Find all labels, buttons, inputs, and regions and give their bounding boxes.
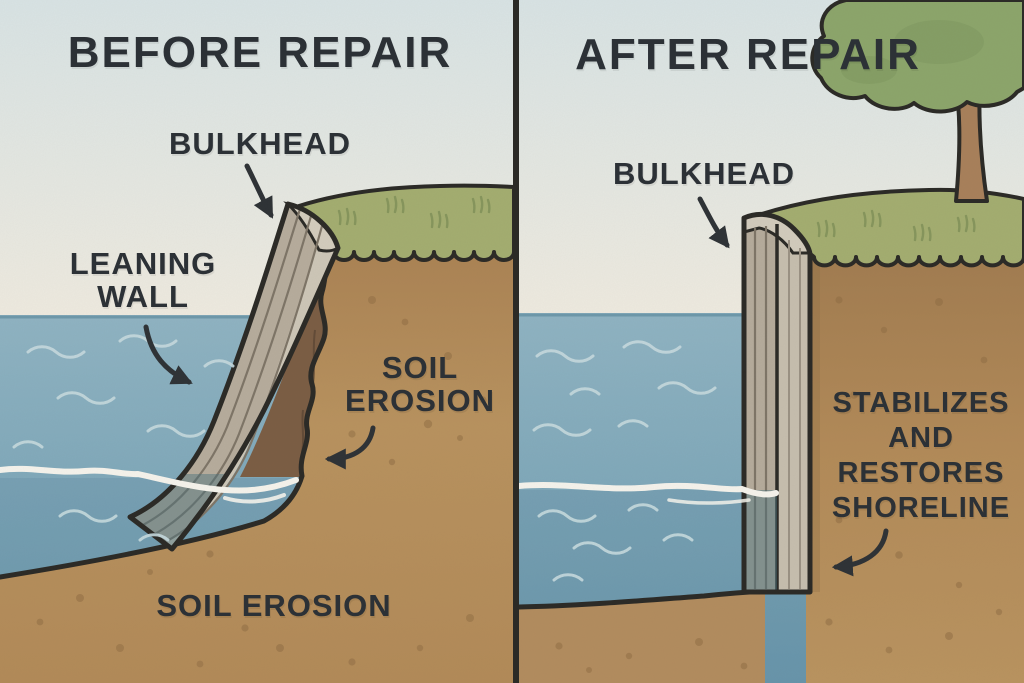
before-scene-illustration bbox=[0, 0, 514, 683]
panel-divider bbox=[513, 0, 519, 683]
after-panel-title: AFTER REPAIR bbox=[575, 30, 921, 79]
stabilizes-shoreline-label: STABILIZES AND RESTORES SHORELINE bbox=[831, 387, 1011, 524]
paper-grain bbox=[0, 0, 514, 683]
soil-erosion-bottom-label: SOIL EROSION bbox=[156, 588, 392, 623]
leaning-wall-label: LEANING WALL bbox=[69, 246, 217, 314]
after-scene-illustration bbox=[519, 0, 1024, 683]
paper-grain bbox=[519, 0, 1024, 683]
soil-erosion-side-label: SOIL EROSION bbox=[345, 350, 495, 418]
bulkhead-label-after: BULKHEAD bbox=[613, 156, 795, 191]
bulkhead-label-before: BULKHEAD bbox=[169, 126, 351, 161]
before-panel-title: BEFORE REPAIR bbox=[67, 28, 453, 77]
